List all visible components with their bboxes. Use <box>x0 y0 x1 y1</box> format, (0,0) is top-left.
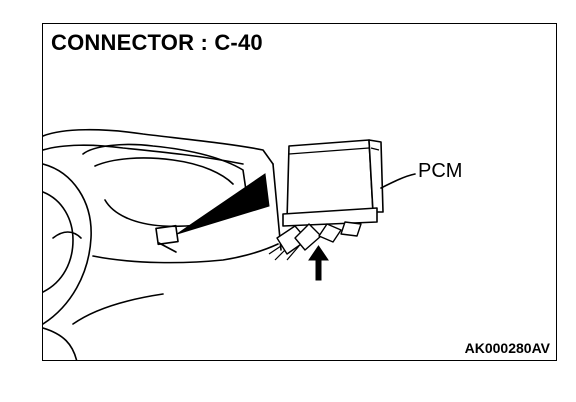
pointer-wedge <box>176 173 270 235</box>
cluster-inner-recess <box>94 157 234 185</box>
connector-box-line <box>158 242 177 253</box>
connector-location-box <box>155 224 179 246</box>
diagram-frame: CONNECTOR : C-40 <box>42 23 557 361</box>
steering-wheel-outer <box>43 163 92 325</box>
dashboard-brow <box>43 144 244 165</box>
pcm-label: PCM <box>418 160 463 182</box>
knee-panel <box>43 327 78 360</box>
pcm-front-edge <box>288 147 370 155</box>
pcm-base-plate <box>282 207 378 227</box>
connector-title: CONNECTOR : C-40 <box>51 30 263 55</box>
pcm-harness-lines <box>268 245 300 261</box>
pcm-body-front <box>286 139 374 221</box>
pcm-leader-line <box>380 173 416 189</box>
upward-arrow <box>308 245 329 281</box>
pcm-side-rib <box>370 147 380 151</box>
pcm-connector-plugs <box>276 221 362 255</box>
dashboard-upper-outline <box>43 128 274 165</box>
steering-wheel-inner <box>43 191 74 293</box>
lower-dash-line <box>92 243 279 264</box>
lower-dash-curve <box>72 293 164 325</box>
reference-code: AK000280AV <box>464 340 550 356</box>
dashboard-illustration <box>43 128 416 360</box>
pcm-body-side <box>368 139 384 213</box>
steering-wheel-spoke <box>52 231 82 239</box>
